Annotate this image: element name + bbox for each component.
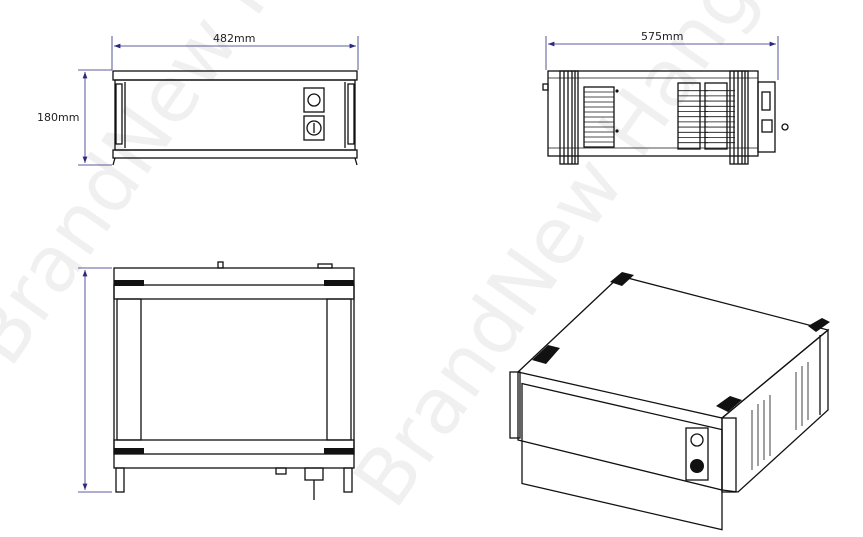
- length-dimension-label: 575mm: [641, 30, 683, 43]
- svg-text:BrandNew Hangzhou: BrandNew Hangzhou: [337, 0, 863, 523]
- svg-text:BrandNew Hangzhou: BrandNew Hangzhou: [0, 0, 496, 381]
- height-dimension-label: 180mm: [37, 111, 79, 124]
- front-view: [78, 36, 359, 166]
- top-view: [78, 261, 355, 500]
- side-view: [542, 36, 789, 165]
- isometric-view: [509, 272, 830, 531]
- width-dimension-label: 482mm: [213, 32, 255, 45]
